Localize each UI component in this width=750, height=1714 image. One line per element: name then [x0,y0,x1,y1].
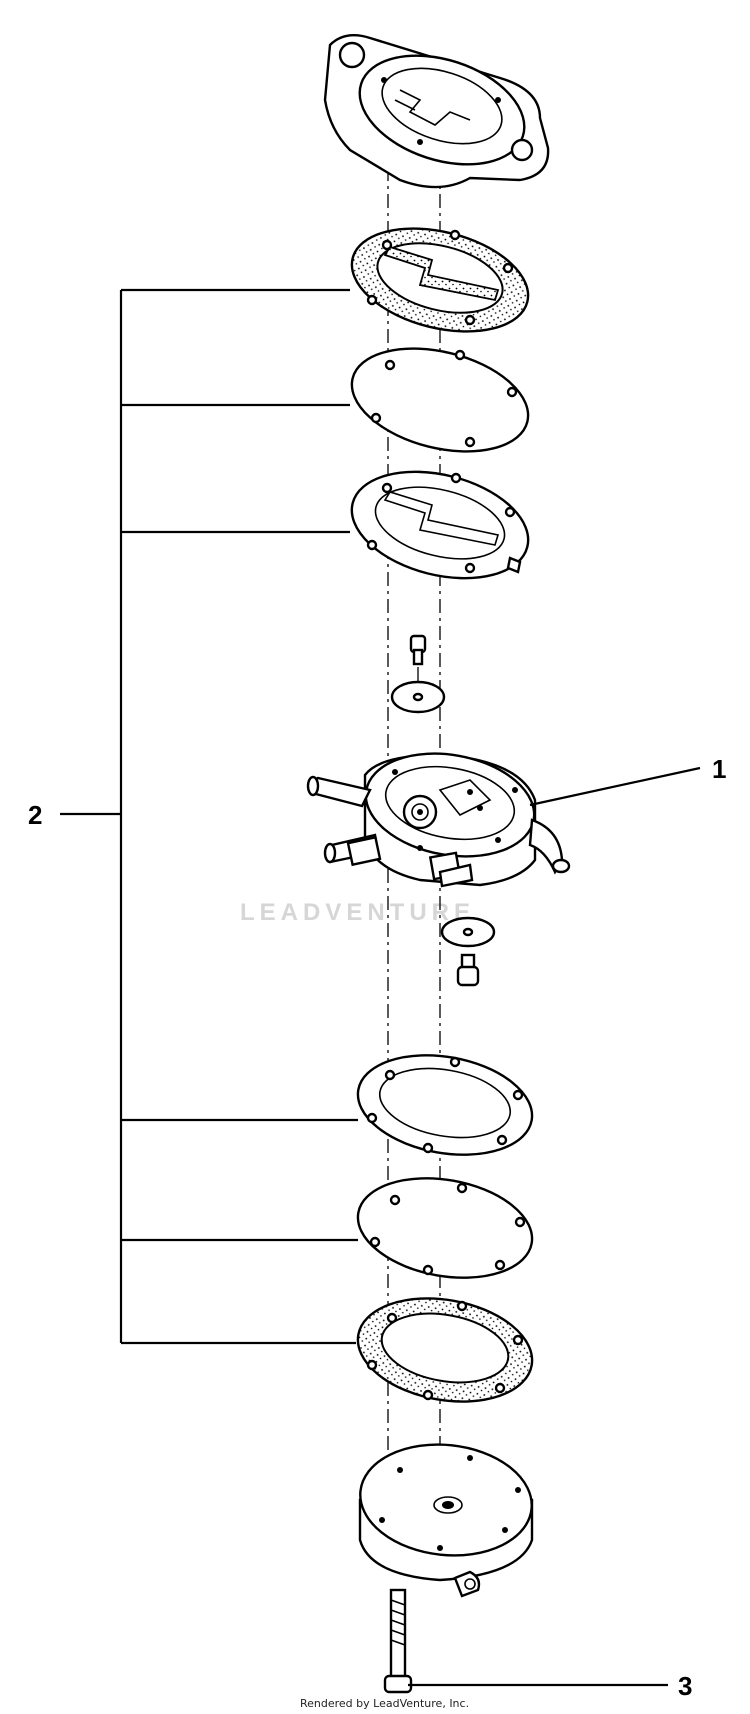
callout-3-label: 3 [678,1671,692,1701]
gasket-upper-2 [350,470,530,580]
lower-valve-assembly [440,916,496,987]
gasket-lower-1 [356,1054,534,1156]
callout-1-leader [529,766,701,807]
pump-body [306,752,571,888]
callout-1-label: 1 [712,754,726,784]
diaphragm-lower [356,1177,534,1279]
callout-2-bracket [60,288,358,1345]
bottom-cover [358,1443,534,1598]
upper-valve-assembly [390,634,446,714]
watermark: LEADVENTURE [240,899,475,926]
callout-2-label: 2 [28,800,42,830]
gasket-upper-1 [350,227,530,333]
gasket-lower-2 [356,1297,534,1403]
top-cover [323,34,550,189]
bolt [383,1588,413,1694]
footer-credit: Rendered by LeadVenture, Inc. [300,1697,469,1710]
diaphragm-upper [350,347,530,453]
